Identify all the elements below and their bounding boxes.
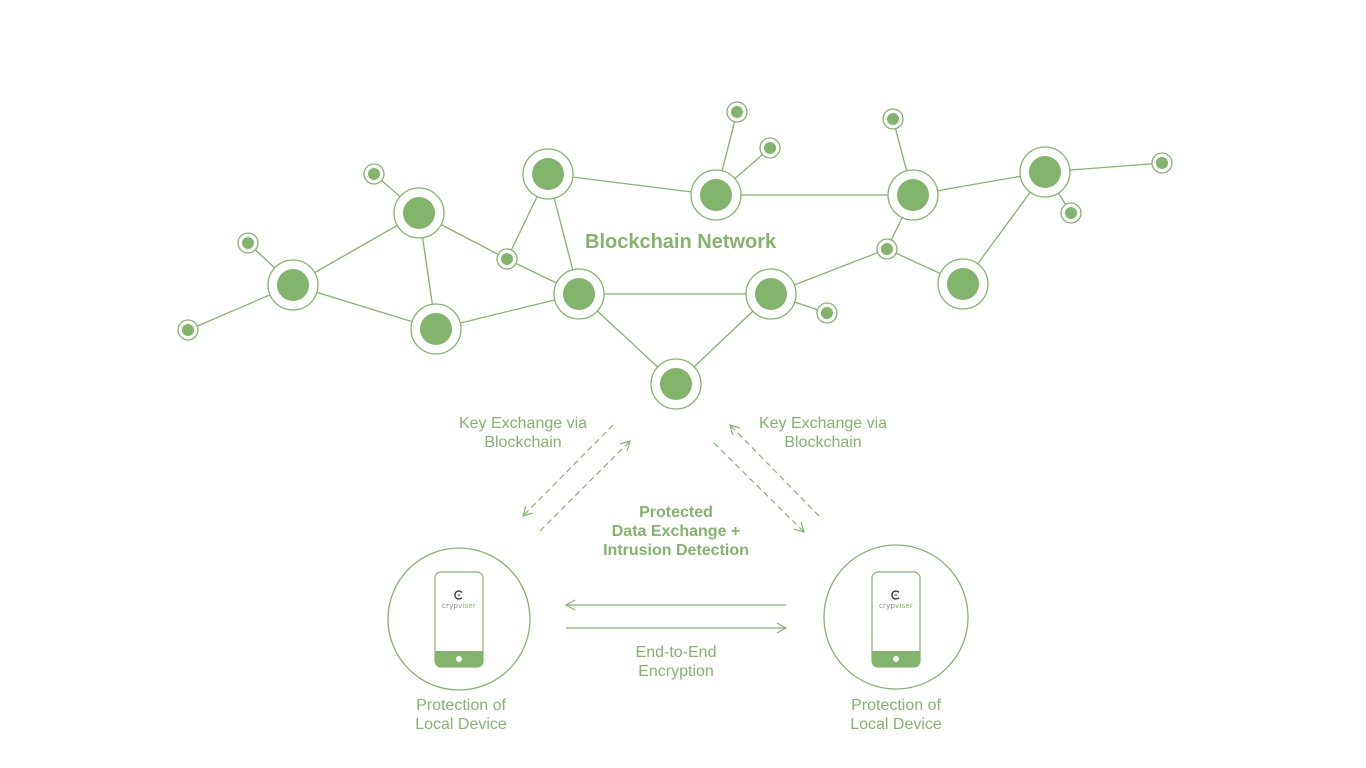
device-right [823, 544, 969, 690]
network-node-small [1151, 152, 1173, 174]
label-line: Protection of [416, 697, 506, 714]
network-node-large [393, 187, 445, 239]
label-line: Blockchain [784, 434, 862, 451]
network-node-small [1060, 202, 1082, 224]
label-line: Blockchain [484, 434, 562, 451]
network-node-small [496, 248, 518, 270]
brand-wordmark-right: crypviser [877, 602, 915, 610]
label-line: Local Device [850, 716, 942, 733]
network-node-small [816, 302, 838, 324]
device-left-label: Protection of Local Device [381, 696, 541, 734]
label-line: Key Exchange via [458, 415, 588, 432]
network-node-large [553, 268, 605, 320]
key-exchange-left-label: Key Exchange via Blockchain [443, 414, 603, 452]
key-exchange-arrows [522, 424, 820, 533]
network-node-small [882, 108, 904, 130]
label-line: Local Device [415, 716, 507, 733]
network-node-small [363, 163, 385, 185]
cryptoviser-logo-icon [454, 590, 463, 600]
protected-data-exchange-label: Protected Data Exchange + Intrusion Dete… [576, 503, 776, 560]
network-title: Blockchain Network [585, 231, 777, 253]
key-exchange-left-up-arrow [539, 440, 631, 532]
network-node-small [237, 232, 259, 254]
label-line: Protected [639, 504, 713, 521]
network-nodes [177, 101, 1173, 410]
network-node-large [522, 148, 574, 200]
label-line: End-to-End [635, 644, 717, 661]
network-node-large [650, 358, 702, 410]
brand-part1: cryp [878, 602, 896, 610]
network-node-large [1019, 146, 1071, 198]
label-line: Data Exchange + [611, 523, 741, 540]
encryption-arrows [564, 599, 788, 634]
brand-wordmark-left: crypviser [440, 602, 478, 610]
key-exchange-right-down-arrow [713, 442, 805, 533]
key-exchange-right-up-arrow [729, 424, 820, 517]
device-left [387, 547, 531, 691]
network-node-small [177, 319, 199, 341]
brand-part1: cryp [441, 602, 459, 610]
device-right-label: Protection of Local Device [816, 696, 976, 734]
network-node-large [267, 259, 319, 311]
network-node-small [726, 101, 748, 123]
brand-part2: viser [458, 602, 477, 610]
label-line: Intrusion Detection [603, 542, 749, 559]
network-node-small [876, 238, 898, 260]
key-exchange-right-label: Key Exchange via Blockchain [743, 414, 903, 452]
network-edge [547, 173, 717, 196]
cryptoviser-logo-icon [891, 590, 900, 600]
network-node-large [745, 268, 797, 320]
label-line: Key Exchange via [758, 415, 888, 432]
network-node-large [937, 258, 989, 310]
smartphone-icon [434, 571, 484, 668]
encryption-label: End-to-End Encryption [596, 643, 756, 681]
network-node-large [690, 169, 742, 221]
label-line: Protection of [851, 697, 941, 714]
label-line: Encryption [638, 663, 714, 680]
smartphone-icon [871, 571, 921, 668]
network-node-large [887, 169, 939, 221]
network-node-small [759, 137, 781, 159]
key-exchange-left-down-arrow [522, 424, 614, 517]
network-node-large [410, 303, 462, 355]
brand-part2: viser [895, 602, 914, 610]
